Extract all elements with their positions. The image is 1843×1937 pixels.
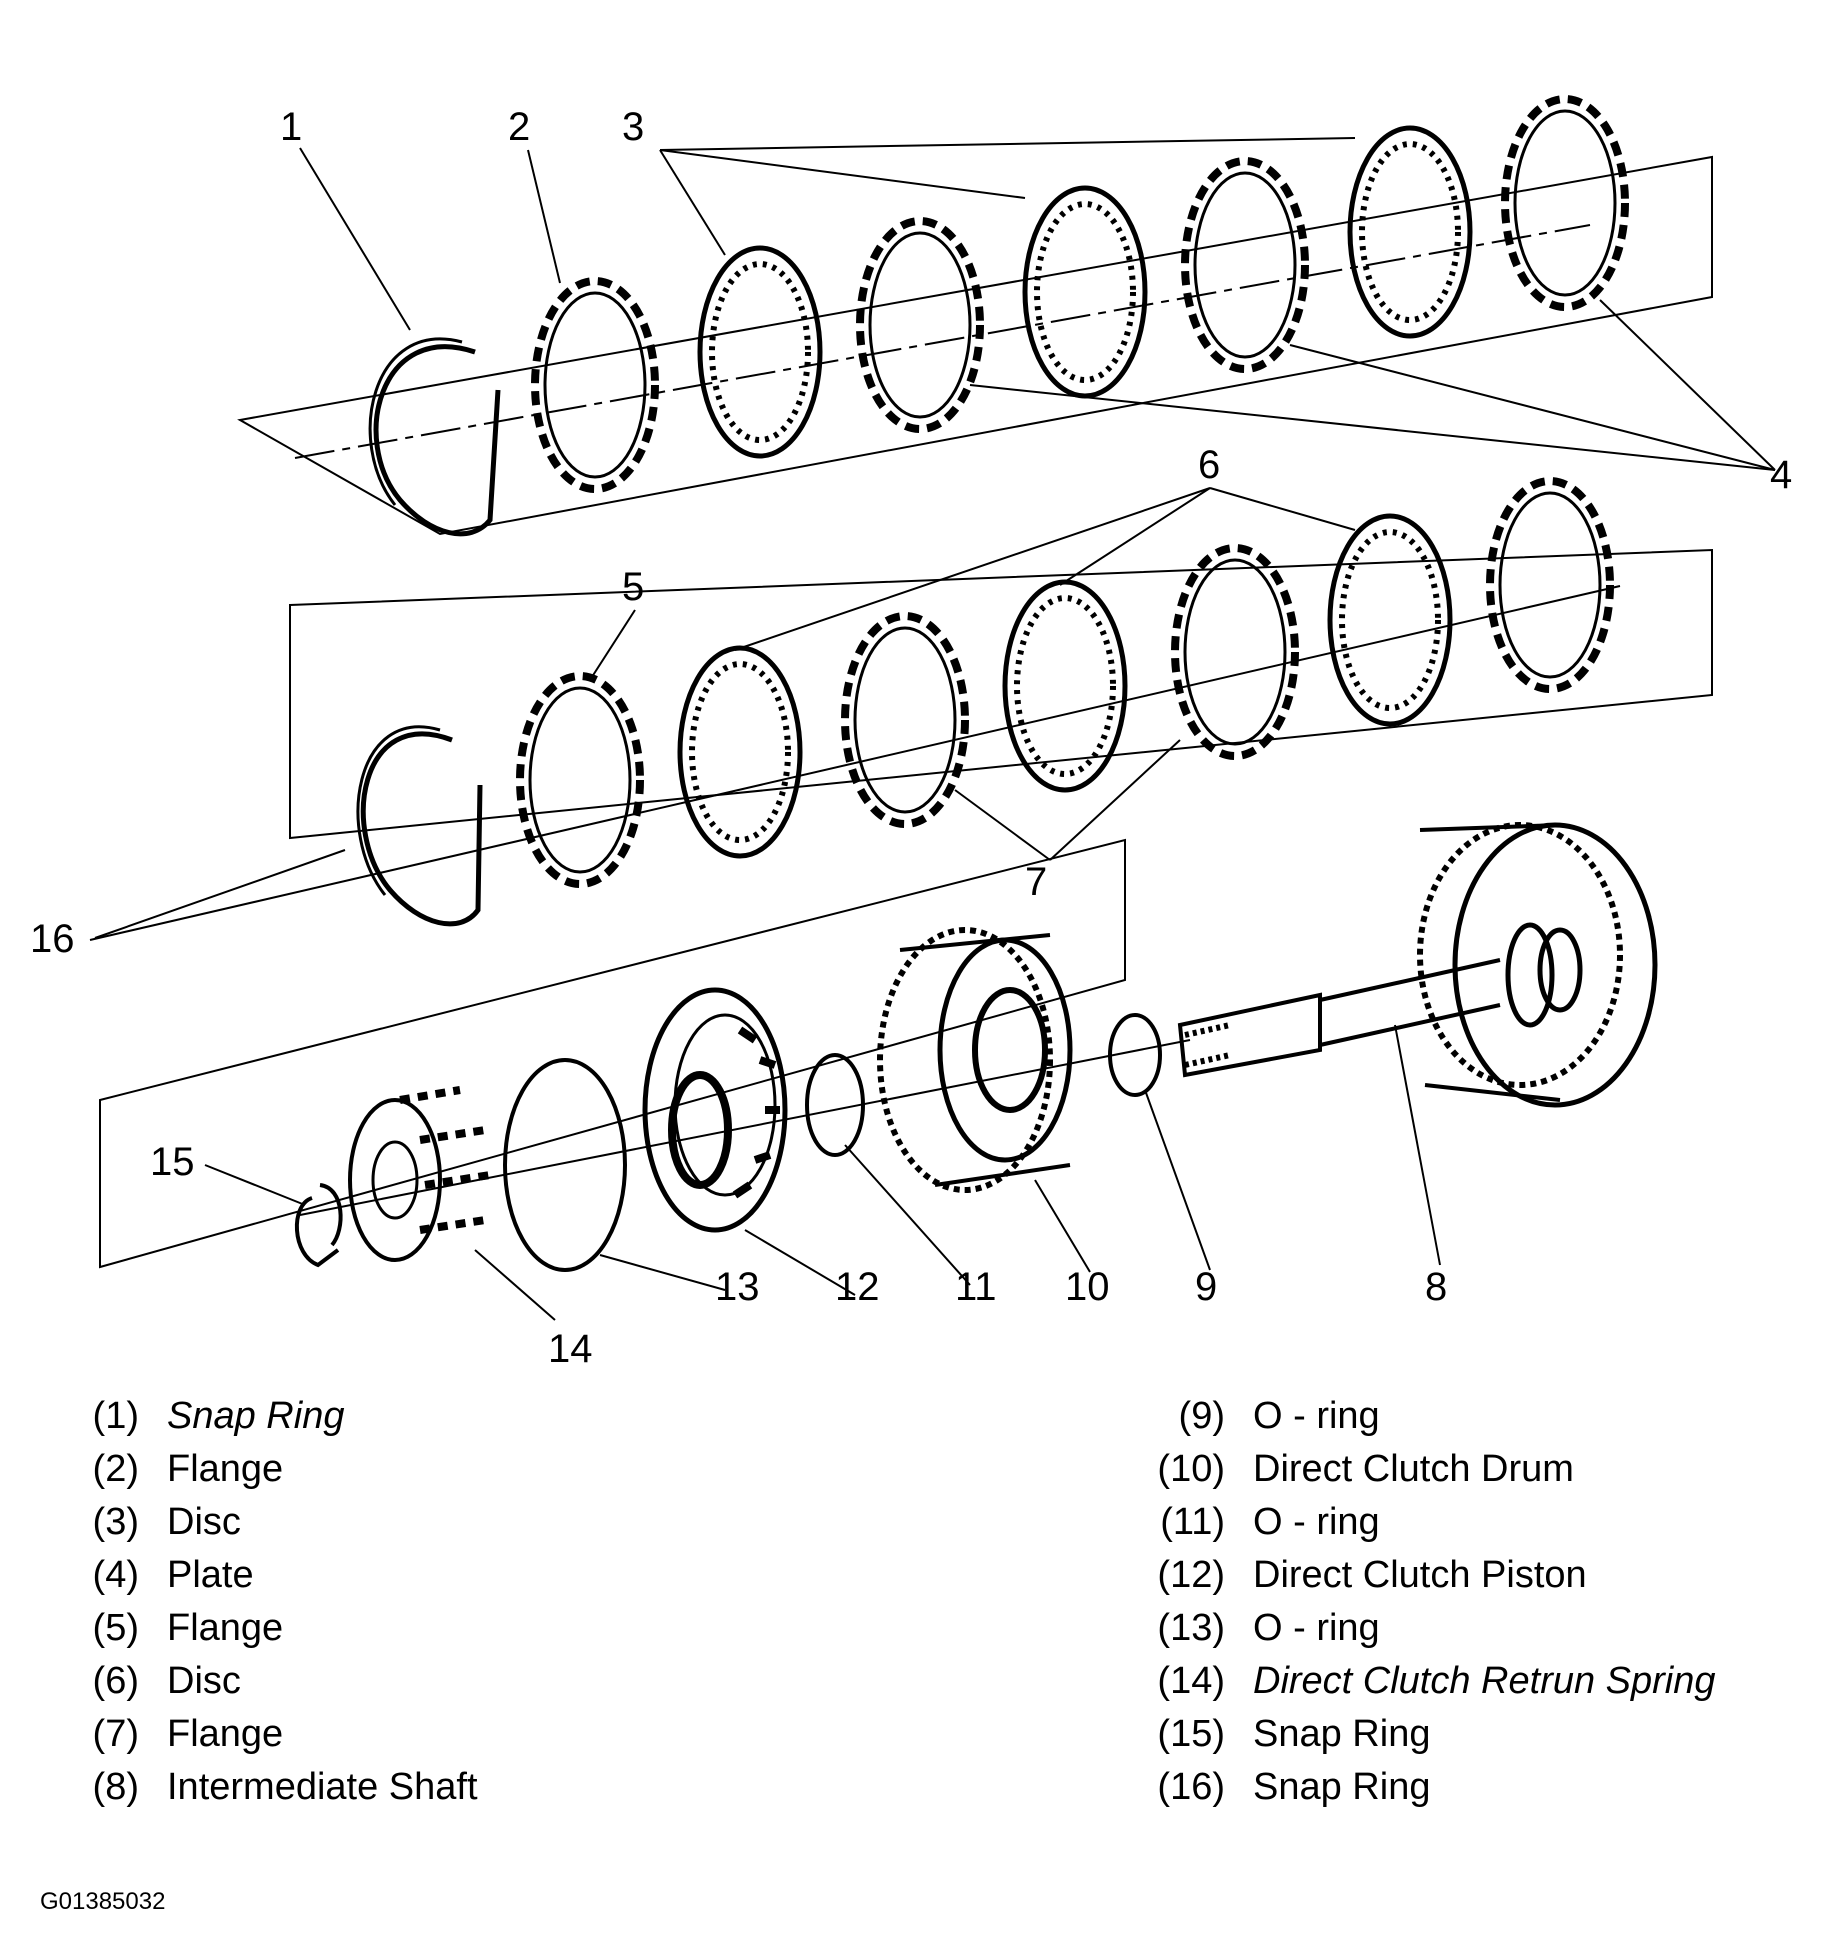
- legend-label: Flange: [167, 1713, 284, 1755]
- legend-item-8: (8) Intermediate Shaft: [55, 1761, 478, 1814]
- callout-12: 12: [835, 1265, 880, 1309]
- callout-14: 14: [548, 1327, 593, 1371]
- legend-right-column: (9) O - ring (10) Direct Clutch Drum (11) O…: [1125, 1390, 1716, 1814]
- callout-2: 2: [508, 105, 530, 149]
- callout-6: 6: [1198, 443, 1220, 487]
- callout-15: 15: [150, 1140, 195, 1184]
- legend-label: Snap Ring: [1253, 1766, 1431, 1808]
- legend-item-6: (6) Disc: [55, 1655, 478, 1708]
- legend-num: (9): [1178, 1395, 1225, 1437]
- disc-3a: [697, 245, 823, 459]
- legend-num: (16): [1157, 1766, 1225, 1808]
- callout-9: 9: [1195, 1265, 1217, 1309]
- row2-axis: [89, 585, 1621, 941]
- legend-num: (15): [1157, 1713, 1225, 1755]
- legend-num: (1): [92, 1395, 139, 1437]
- legend-label: Plate: [167, 1554, 254, 1596]
- legend-label: O - ring: [1253, 1501, 1380, 1543]
- legend-label: O - ring: [1253, 1395, 1380, 1437]
- flange-5: [516, 672, 644, 888]
- row2-plane: [289, 548, 1713, 840]
- legend-num: (14): [1157, 1660, 1225, 1702]
- snap-ring-15: [294, 1183, 343, 1268]
- legend-item-5: (5) Flange: [55, 1602, 478, 1655]
- legend-num: (10): [1157, 1448, 1225, 1490]
- legend-item-13: (13) O - ring: [1125, 1602, 1716, 1655]
- callout-3: 3: [622, 105, 644, 149]
- leader-lines: [94, 137, 1776, 1321]
- legend-item-9: (9) O - ring: [1125, 1390, 1716, 1443]
- legend-num: (11): [1160, 1501, 1225, 1543]
- legend-item-1: (1) Snap Ring: [55, 1390, 478, 1443]
- legend-item-3: (3) Disc: [55, 1496, 478, 1549]
- plate-4b: [1181, 157, 1309, 373]
- disc-6a: [677, 645, 803, 859]
- disc-3b: [1022, 185, 1148, 399]
- legend-item-15: (15) Snap Ring: [1125, 1708, 1716, 1761]
- legend-label: O - ring: [1253, 1607, 1380, 1649]
- disc-6c: [1327, 513, 1453, 727]
- callout-13: 13: [715, 1265, 760, 1309]
- row1-plane: [237, 155, 1713, 536]
- legend-num: (6): [92, 1660, 139, 1702]
- legend-label: Direct Clutch Piston: [1253, 1554, 1587, 1596]
- legend-label: Flange: [167, 1607, 284, 1649]
- intermediate-shaft-8: [1177, 822, 1658, 1108]
- row1-axis: [294, 224, 1591, 459]
- figure-id: G01385032: [40, 1888, 166, 1915]
- o-ring-11: [805, 1053, 865, 1157]
- callout-labels: 1 2 3 4 5 6 7 8 9 10 11 12 13 14 15 16: [30, 105, 1792, 1371]
- callout-8: 8: [1425, 1265, 1447, 1309]
- legend-num: (2): [92, 1448, 139, 1490]
- flange-7a: [841, 612, 969, 828]
- flange-7b: [1171, 544, 1299, 760]
- legend-num: (7): [92, 1713, 139, 1755]
- legend-label: Direct Clutch Retrun Spring: [1253, 1660, 1716, 1702]
- legend-item-11: (11) O - ring: [1125, 1496, 1716, 1549]
- callout-16: 16: [30, 917, 75, 961]
- return-spring-14: [348, 1086, 491, 1262]
- legend-label: Disc: [167, 1501, 241, 1543]
- direct-clutch-drum-10: [877, 927, 1073, 1193]
- legend-item-7: (7) Flange: [55, 1708, 478, 1761]
- legend-num: (13): [1157, 1607, 1225, 1649]
- plate-end: [1486, 477, 1614, 693]
- flange-2: [531, 277, 659, 493]
- legend-label: Snap Ring: [167, 1395, 345, 1437]
- legend-label: Snap Ring: [1253, 1713, 1431, 1755]
- legend-label: Disc: [167, 1660, 241, 1702]
- direct-clutch-piston-12: [642, 987, 788, 1233]
- legend-num: (8): [92, 1766, 139, 1808]
- callout-10: 10: [1065, 1265, 1110, 1309]
- legend-item-12: (12) Direct Clutch Piston: [1125, 1549, 1716, 1602]
- plate-4a: [856, 217, 984, 433]
- o-ring-9: [1108, 1013, 1162, 1097]
- disc-6b: [1002, 579, 1128, 793]
- exploded-view-diagram: 1 2 3 4 5 6 7 8 9 10 11 12 13 14 15 16: [30, 95, 1792, 1371]
- callout-1: 1: [280, 105, 302, 149]
- legend-item-14: (14) Direct Clutch Retrun Spring: [1125, 1655, 1716, 1708]
- disc-3c: [1347, 125, 1473, 339]
- plate-4c: [1501, 95, 1629, 311]
- legend-item-4: (4) Plate: [55, 1549, 478, 1602]
- legend-num: (4): [92, 1554, 139, 1596]
- legend-item-10: (10) Direct Clutch Drum: [1125, 1443, 1716, 1496]
- legend-left-column: (1)Snap Ring (2)Flange (3)Disc (4)Plate …: [55, 1390, 478, 1814]
- o-ring-13: [503, 1058, 627, 1272]
- snap-ring-16: [360, 731, 483, 927]
- legend-item-16: (16) Snap Ring: [1125, 1761, 1716, 1814]
- callout-4: 4: [1770, 453, 1792, 497]
- legend-label: Intermediate Shaft: [167, 1766, 478, 1808]
- legend-num: (5): [92, 1607, 139, 1649]
- callout-5: 5: [622, 565, 644, 609]
- legend-item-2: (2) Flange: [55, 1443, 478, 1496]
- legend-label: Flange: [167, 1448, 284, 1490]
- snap-ring-1: [373, 344, 501, 537]
- row3-plane: [99, 838, 1126, 1269]
- legend-label: Direct Clutch Drum: [1253, 1448, 1574, 1490]
- legend-num: (12): [1157, 1554, 1225, 1596]
- callout-11: 11: [955, 1265, 997, 1309]
- callout-7: 7: [1025, 860, 1047, 904]
- legend-num: (3): [92, 1501, 139, 1543]
